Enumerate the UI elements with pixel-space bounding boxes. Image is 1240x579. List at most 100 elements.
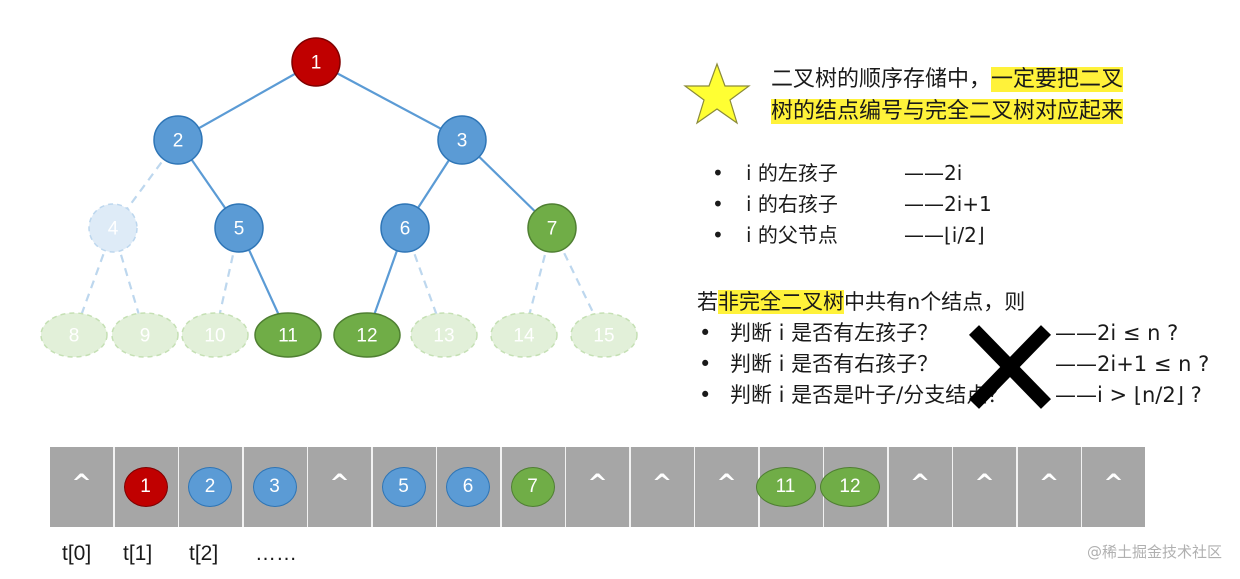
noncomplete-item-value: ——2i ≤ n ? bbox=[1055, 321, 1179, 345]
array-cell-1: 1 bbox=[114, 447, 178, 527]
tree-node-label: 3 bbox=[457, 131, 468, 152]
tree-node-label: 9 bbox=[140, 326, 151, 347]
noncomplete-item-value: ——i > ⌊n/2⌋ ? bbox=[1055, 383, 1202, 407]
array-cell-empty-marker: ^ bbox=[329, 469, 350, 497]
formula-value: ——⌊i/2⌋ bbox=[904, 223, 985, 247]
array-cell-8: ^ bbox=[566, 447, 629, 527]
array-cell-node: 3 bbox=[252, 467, 297, 507]
array-cell-node: 11 bbox=[755, 467, 816, 507]
array-cell-node: 6 bbox=[446, 467, 490, 507]
noncomplete-item: • 判断 i 是否有左孩子？ ——2i ≤ n ? bbox=[697, 318, 1178, 349]
bullet: • bbox=[699, 383, 712, 407]
bullet: • bbox=[699, 321, 712, 345]
tree-node-6: 6 bbox=[380, 203, 430, 253]
array-cell-7: 7 bbox=[501, 447, 565, 527]
tree-node-label: 2 bbox=[173, 131, 184, 152]
tree-node-8: 8 bbox=[40, 312, 108, 358]
tree-node-circle bbox=[214, 203, 264, 253]
noncomplete-item-label: 判断 i 是否是叶子/分支结点？ bbox=[730, 383, 1009, 407]
array-cell-6: 6 bbox=[437, 447, 500, 527]
star-icon bbox=[683, 62, 751, 125]
tree-node-label: 4 bbox=[108, 219, 119, 240]
array-cell-14: ^ bbox=[953, 447, 1016, 527]
tree-node-11: 11 bbox=[254, 312, 322, 358]
array-cell-5: 5 bbox=[372, 447, 436, 527]
tree-node-label: 10 bbox=[204, 326, 225, 347]
formula-value: ——2i+1 bbox=[904, 192, 992, 216]
index-label-t1: t[1] bbox=[123, 542, 153, 565]
tree-node-9: 9 bbox=[111, 312, 179, 358]
tree-node-label: 7 bbox=[547, 219, 558, 240]
array-cell-empty-marker: ^ bbox=[974, 469, 995, 497]
tree-node-15: 15 bbox=[570, 312, 638, 358]
tree-node-circle bbox=[527, 203, 577, 253]
noncomplete-title-highlight: 非完全二叉树 bbox=[718, 290, 844, 314]
tree-node-5: 5 bbox=[214, 203, 264, 253]
noncomplete-item-label: 判断 i 是否有左孩子？ bbox=[730, 321, 939, 345]
bullet: • bbox=[699, 352, 712, 376]
array-cell-16: ^ bbox=[1082, 447, 1145, 527]
array-cell-node: 1 bbox=[123, 467, 168, 507]
noncomplete-title: 若非完全二叉树中共有n个结点，则 bbox=[697, 287, 1025, 318]
watermark: @稀土掘金技术社区 bbox=[1086, 543, 1222, 561]
tree-node-label: 15 bbox=[593, 326, 614, 347]
noncomplete-item: • 判断 i 是否有右孩子？ ——2i+1 ≤ n ? bbox=[697, 349, 1209, 380]
array-cell-13: ^ bbox=[888, 447, 952, 527]
cross-mark-icon bbox=[968, 325, 1052, 409]
formula-value: ——2i bbox=[904, 161, 963, 185]
bullet: • bbox=[712, 161, 724, 185]
tree-node-circle bbox=[291, 37, 341, 87]
tree-node-4: 4 bbox=[88, 203, 138, 253]
array-cell-node: 2 bbox=[188, 467, 232, 507]
tree-node-label: 11 bbox=[278, 326, 298, 347]
array-cell-15: ^ bbox=[1017, 447, 1081, 527]
array-cell-node: 5 bbox=[381, 467, 426, 507]
tree-node-3: 3 bbox=[437, 115, 487, 165]
tree-node-label: 14 bbox=[513, 326, 535, 347]
array-cell-9: ^ bbox=[630, 447, 694, 527]
tree-node-circle bbox=[570, 312, 638, 358]
array-cell-empty-marker: ^ bbox=[651, 469, 673, 497]
tree-node-label: 13 bbox=[433, 326, 454, 347]
tree-node-7: 7 bbox=[527, 203, 577, 253]
tree-node-circle bbox=[490, 312, 558, 358]
array-cell-12: 12 bbox=[820, 447, 887, 527]
array-cell-node: 12 bbox=[820, 467, 880, 507]
tree-edge-1-3 bbox=[315, 61, 463, 141]
array-cell-3: 3 bbox=[243, 447, 307, 527]
index-label-t2: t[2] bbox=[189, 542, 219, 565]
note-line1-plain: 二叉树的顺序存储中， bbox=[771, 67, 992, 92]
tree-edge-1-2 bbox=[177, 61, 317, 141]
tree-node-label: 8 bbox=[69, 326, 80, 347]
tree-node-circle bbox=[254, 312, 322, 358]
tree-node-circle bbox=[410, 312, 478, 358]
index-label-t0: t[0] bbox=[62, 542, 92, 565]
tree-node-2: 2 bbox=[153, 115, 203, 165]
formula-label: i 的左孩子 bbox=[746, 161, 838, 185]
noncomplete-title-prefix: 若 bbox=[697, 290, 718, 314]
tree-node-label: 12 bbox=[356, 326, 377, 347]
tree-node-10: 10 bbox=[181, 312, 249, 358]
array-cell-11: 11 bbox=[755, 447, 823, 527]
formula-label: i 的右孩子 bbox=[746, 192, 838, 216]
tree-node-12: 12 bbox=[333, 312, 401, 358]
noncomplete-title-suffix: 中共有n个结点，则 bbox=[844, 290, 1026, 314]
note-line2-highlight: 树的结点编号与完全二叉树对应起来 bbox=[771, 99, 1124, 124]
bullet: • bbox=[712, 192, 724, 216]
array-cell-empty-marker: ^ bbox=[1103, 469, 1124, 497]
bullet: • bbox=[712, 223, 724, 247]
tree-node-circle bbox=[111, 312, 179, 358]
array-cell-0: ^ bbox=[50, 447, 113, 527]
index-label-more: …… bbox=[255, 542, 297, 565]
tree-node-circle bbox=[437, 115, 487, 165]
array-cell-10: ^ bbox=[695, 447, 758, 527]
tree-node-circle bbox=[153, 115, 203, 165]
note-line1-highlight: 一定要把二叉 bbox=[991, 67, 1124, 92]
array-cell-empty-marker: ^ bbox=[587, 469, 608, 497]
formula-label: i 的父节点 bbox=[746, 223, 838, 247]
tree-node-circle bbox=[88, 203, 138, 253]
storage-note-text: 二叉树的顺序存储中，一定要把二叉 树的结点编号与完全二叉树对应起来 bbox=[771, 64, 1124, 128]
tree-node-14: 14 bbox=[490, 312, 558, 358]
tree-node-1: 1 bbox=[291, 37, 341, 87]
